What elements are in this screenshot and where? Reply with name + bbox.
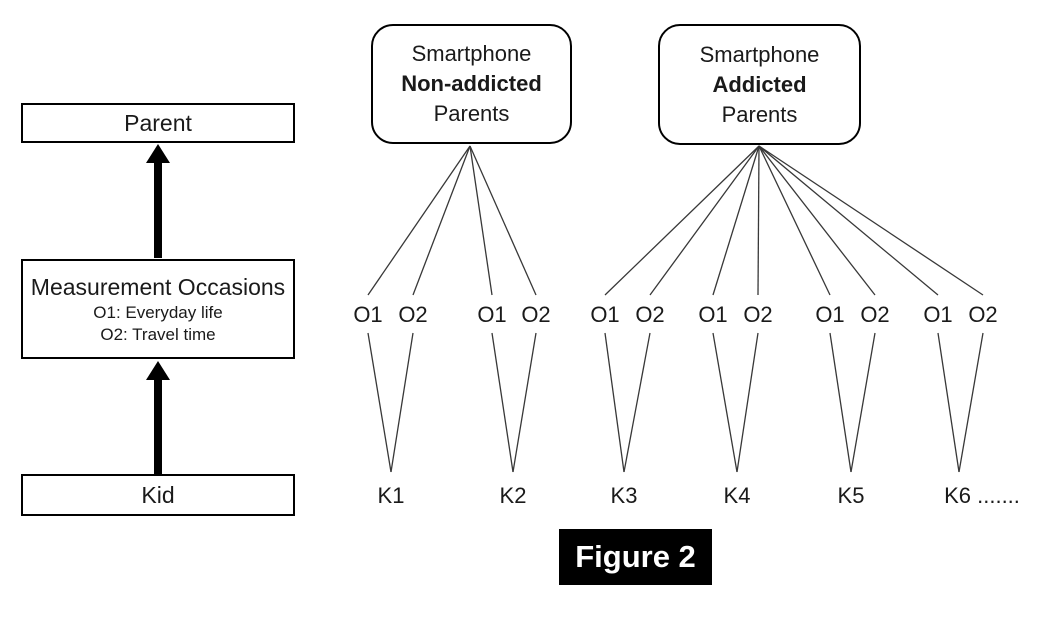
- fan-line: [412, 145, 471, 296]
- v-line: [958, 332, 984, 473]
- fan-line: [649, 145, 760, 296]
- measurement-occasions-title: Measurement Occasions: [30, 274, 286, 300]
- kid-label-k1: K1: [377, 483, 405, 508]
- group-line-2: Non-addicted: [401, 71, 542, 96]
- kid-label-k5: K5: [837, 483, 865, 508]
- occasion-label-k5-o1: O1: [815, 302, 845, 327]
- kid-label-k3: K3: [610, 483, 638, 508]
- group-line-1: Smartphone: [699, 41, 820, 67]
- occasion-label-k1-o2: O2: [398, 302, 428, 327]
- fan-line: [758, 145, 939, 296]
- v-line: [736, 332, 759, 473]
- occasion-2-definition: O2: Travel time: [100, 325, 216, 344]
- occasion-label-k4-o2: O2: [743, 302, 773, 327]
- arrow-shaft: [154, 375, 162, 474]
- occasion-label-k6-o2: O2: [968, 302, 998, 327]
- v-line: [512, 332, 537, 473]
- v-line: [623, 332, 651, 473]
- nonaddicted-parents-box: Smartphone Non-addicted Parents: [371, 24, 572, 144]
- figure-caption-text: Figure 2: [575, 539, 696, 574]
- fan-line: [758, 145, 984, 296]
- group-line-3: Parents: [721, 101, 798, 127]
- v-line: [829, 332, 852, 473]
- occasion-label-k6-o1: O1: [923, 302, 953, 327]
- fan-line: [469, 145, 493, 296]
- measurement-occasions-box: Measurement Occasions O1: Everyday life …: [21, 259, 295, 359]
- occasion-label-k5-o2: O2: [860, 302, 890, 327]
- occasion-label-k1-o1: O1: [353, 302, 383, 327]
- occasion-label-k4-o1: O1: [698, 302, 728, 327]
- kid-label-k2: K2: [499, 483, 527, 508]
- addicted-parents-box: Smartphone Addicted Parents: [658, 24, 861, 145]
- occasion-label-k3-o2: O2: [635, 302, 665, 327]
- kid-label-k6: K6 .......: [944, 483, 1020, 508]
- fan-line: [367, 145, 471, 296]
- arrow-kid-to-occasions: [146, 361, 170, 474]
- v-line: [712, 332, 738, 473]
- v-line: [491, 332, 514, 473]
- kid-level-box: Kid: [21, 474, 295, 516]
- v-line: [390, 332, 414, 473]
- fan-line: [757, 145, 760, 296]
- occasion-label-k3-o1: O1: [590, 302, 620, 327]
- group-line-1: Smartphone: [411, 41, 532, 66]
- figure-caption: Figure 2: [559, 529, 712, 585]
- occasion-1-definition: O1: Everyday life: [93, 303, 223, 322]
- fan-line: [758, 145, 831, 296]
- occasion-to-kid-lines: [367, 332, 984, 473]
- v-line: [367, 332, 392, 473]
- v-line: [937, 332, 960, 473]
- fan-line: [604, 145, 760, 296]
- fan-line: [469, 145, 537, 296]
- group-line-2: Addicted: [712, 71, 807, 97]
- occasion-label-k2-o1: O1: [477, 302, 507, 327]
- arrow-head-icon: [146, 144, 170, 163]
- arrow-shaft: [154, 158, 162, 258]
- v-line: [850, 332, 876, 473]
- parent-level-box: Parent: [21, 103, 295, 143]
- arrow-occasions-to-parent: [146, 144, 170, 258]
- parent-level-label: Parent: [124, 109, 192, 136]
- v-line: [604, 332, 625, 473]
- occasion-label-k2-o2: O2: [521, 302, 551, 327]
- fan-line: [712, 145, 760, 296]
- kid-level-label: Kid: [141, 481, 175, 508]
- fan-lines-nonaddicted: [367, 145, 537, 296]
- kid-label-k4: K4: [723, 483, 751, 508]
- arrow-head-icon: [146, 361, 170, 380]
- group-line-3: Parents: [433, 101, 510, 126]
- fan-line: [758, 145, 876, 296]
- fan-lines-addicted: [604, 145, 984, 296]
